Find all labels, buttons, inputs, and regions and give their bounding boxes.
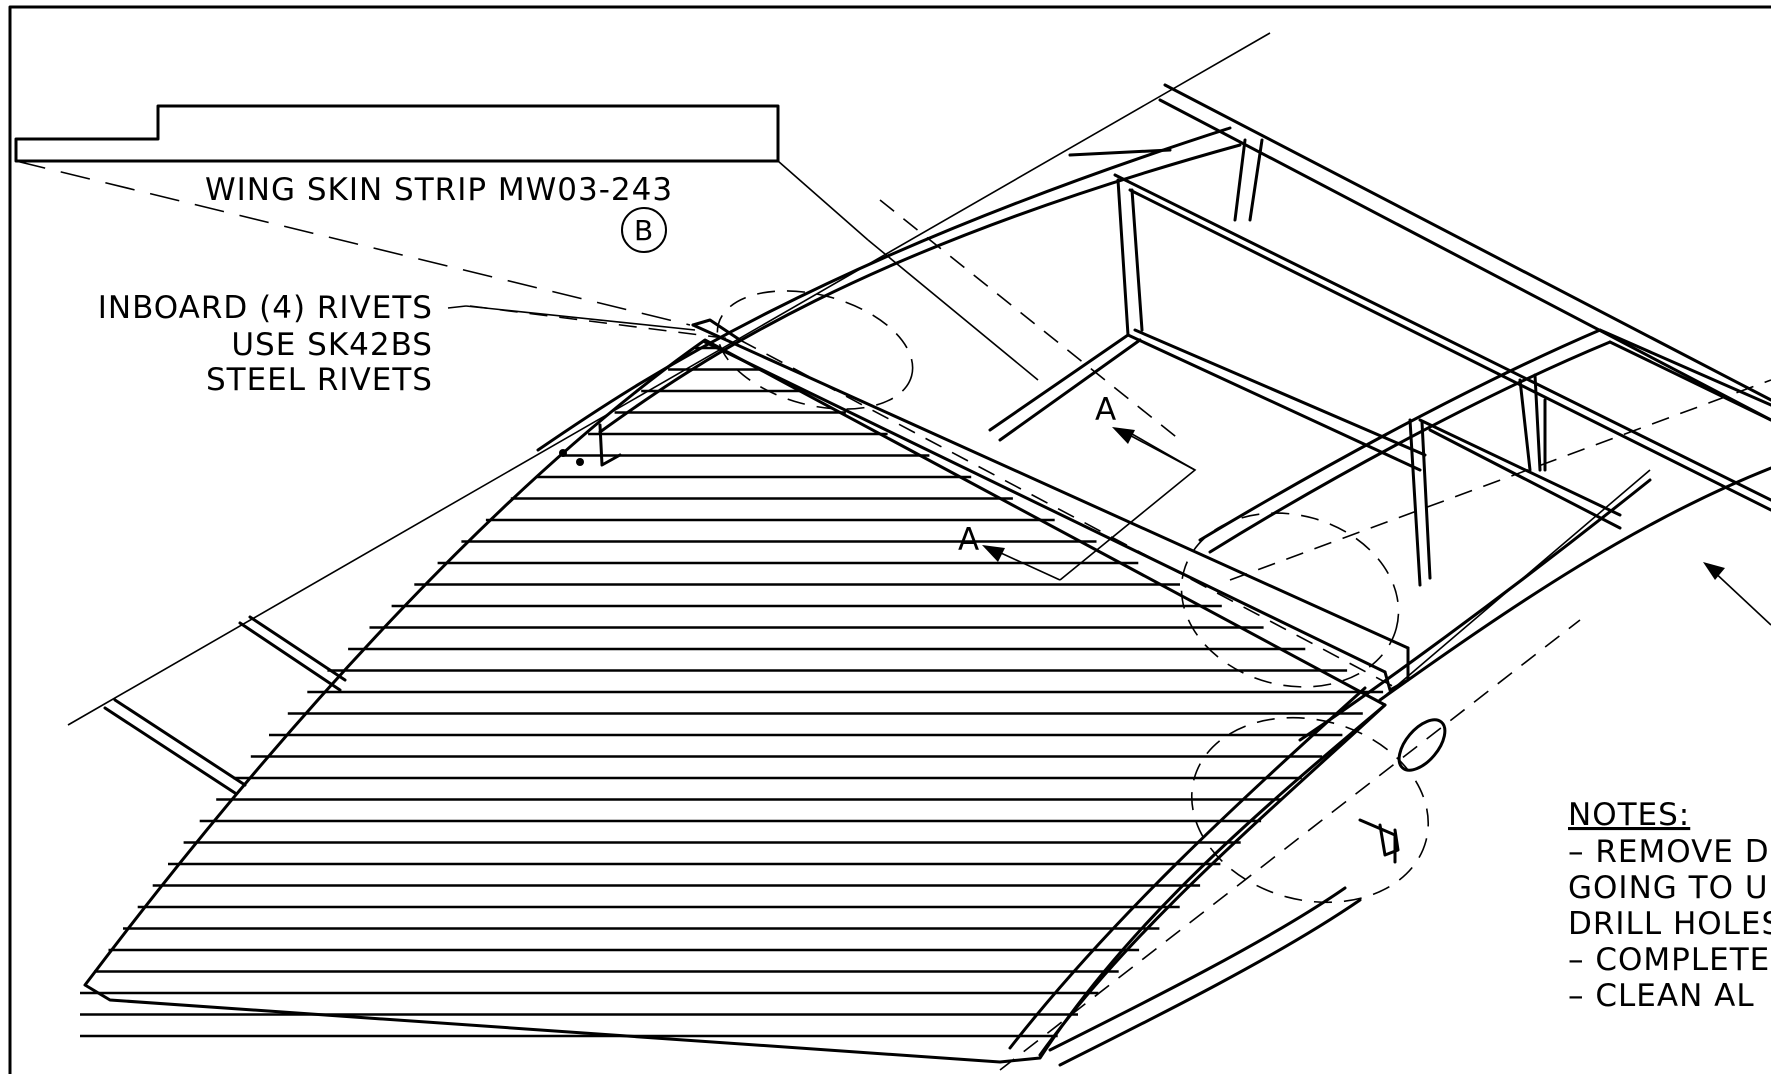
- section-mark-a-2: A: [958, 522, 980, 558]
- bracket: [598, 423, 622, 467]
- rib-frame: [988, 83, 1771, 587]
- section-mark-a-1: A: [1095, 392, 1117, 428]
- centerline-3: [1229, 379, 1771, 581]
- section-a-arrowhead-2: [982, 545, 1005, 562]
- wing-outer-strut-2: [113, 698, 247, 787]
- wing-outer-edge: [67, 32, 1271, 726]
- profile-leader: [777, 160, 869, 241]
- rivet-leader: [447, 305, 467, 309]
- inspection-hole: [1397, 718, 1447, 772]
- notes-line-1: – REMOVE D: [1568, 834, 1770, 870]
- part-label: WING SKIN STRIP MW03-243: [205, 172, 673, 208]
- fairing-lower: [1058, 898, 1362, 1067]
- nose-rib: [1378, 466, 1771, 702]
- detail-ellipse-2: [1180, 512, 1400, 688]
- notes-line-2: GOING TO U: [1568, 870, 1769, 906]
- wing-outer-strut-1: [103, 706, 237, 795]
- detail-ellipse-1: [716, 290, 914, 410]
- rivet-note-line1: INBOARD (4) RIVETS: [98, 290, 433, 326]
- rivet-dot-1: [559, 449, 567, 457]
- rivet-dashed-leader: [469, 305, 741, 341]
- notes-line-3: DRILL HOLES: [1568, 906, 1771, 942]
- fairing-upper: [1048, 886, 1347, 1052]
- skin-hatch-lines: [80, 346, 1384, 1038]
- centerline-1: [999, 619, 1581, 1071]
- spar-upper: [691, 323, 1410, 650]
- fairing-tab: [1358, 818, 1397, 864]
- spar-tab: [691, 318, 742, 342]
- callout-circle: [621, 207, 667, 253]
- profile-leader-cont: [867, 239, 1039, 381]
- notes-line-4: – COMPLETE: [1568, 942, 1770, 978]
- notes-heading: NOTES:: [1568, 797, 1690, 833]
- section-a-line: [1059, 429, 1197, 581]
- skin-strip-profile: [14, 104, 780, 163]
- section-line-right: [1379, 469, 1651, 701]
- notes-line-5: – CLEAN AL: [1568, 978, 1755, 1014]
- nose-rib-2: [1298, 478, 1652, 742]
- spar-lower: [703, 340, 1387, 674]
- small-tab: [1378, 823, 1400, 857]
- profile-dashed-leader: [15, 160, 691, 326]
- rivet-note-line3: STEEL RIVETS: [206, 362, 433, 398]
- drawing-border: [8, 5, 1771, 1074]
- section-a-arrowhead-1: [1112, 427, 1135, 444]
- rivet-note-line2: USE SK42BS: [231, 327, 433, 363]
- section-a-arrow-1: [1119, 429, 1196, 471]
- rivet-dot-2: [576, 458, 584, 466]
- wing-outer-strut-3: [238, 621, 342, 692]
- part-callout-letter: B: [634, 214, 653, 247]
- right-arrow-line: [1709, 567, 1771, 626]
- skin-outline: [83, 338, 1387, 1064]
- centerline-4: [879, 199, 1181, 441]
- detail-ellipse-3: [1190, 716, 1430, 904]
- right-arrowhead: [1703, 562, 1725, 580]
- wing-ridge-lower: [598, 143, 1242, 434]
- wing-ridge-upper: [536, 126, 1232, 452]
- centerline-2: [739, 339, 1401, 691]
